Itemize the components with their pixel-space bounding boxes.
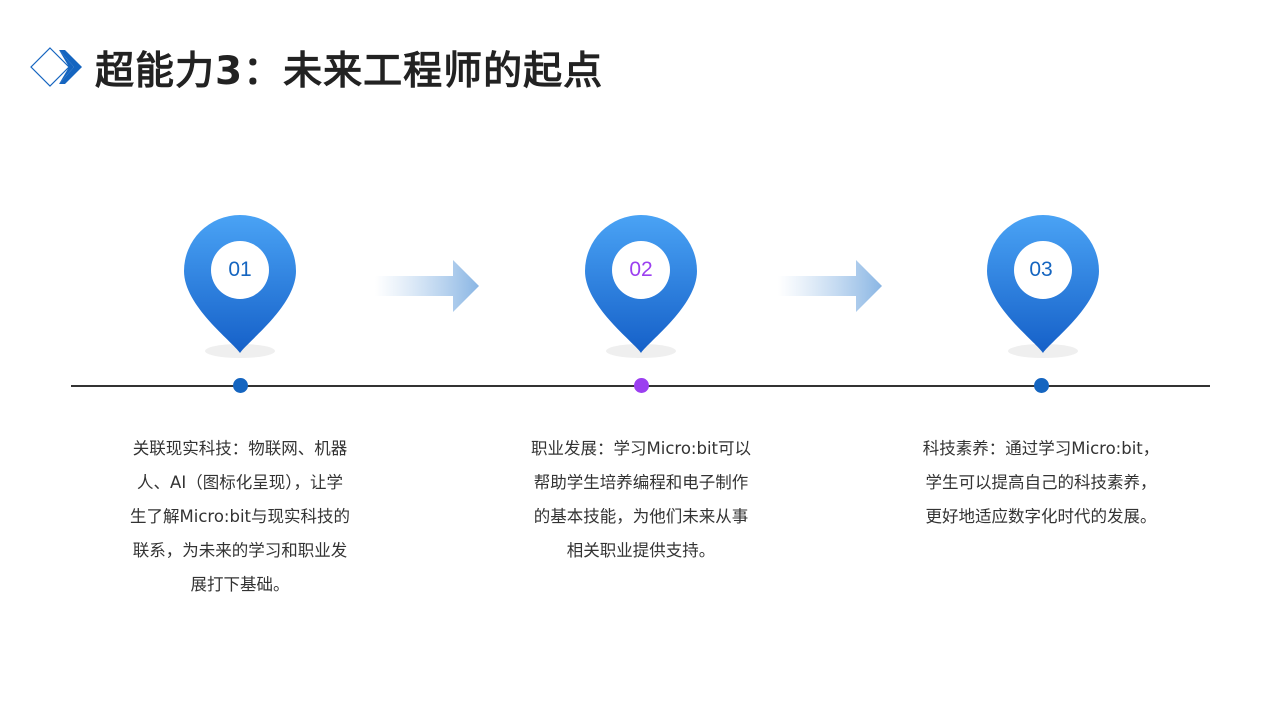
page-title: 超能力3：未来工程师的起点	[95, 49, 604, 94]
description-line: 更好地适应数字化时代的发展。	[925, 507, 1157, 526]
description-line: 学生可以提高自己的科技素养，	[925, 473, 1157, 492]
step-description: 科技素养：通过学习Micro:bit， 学生可以提高自己的科技素养， 更好地适应数字…	[906, 432, 1176, 534]
description-line: 科技素养：通过学习Micro:bit，	[922, 439, 1160, 458]
description-line: 联系，为未来的学习和职业发	[132, 541, 348, 560]
step-number: 01	[228, 258, 252, 281]
step-number: 02	[629, 258, 653, 281]
description-line: 的基本技能，为他们未来从事	[533, 507, 749, 526]
diamond-logo-icon	[30, 47, 82, 87]
timeline-dot	[633, 378, 649, 393]
description-line: 关联现实科技：物联网、机器	[132, 439, 348, 458]
description-line: 展打下基础。	[190, 575, 290, 594]
step-number: 03	[1029, 258, 1053, 281]
description-line: 生了解Micro:bit与现实科技的	[130, 507, 350, 526]
pin-marker-1	[184, 215, 296, 358]
description-line: 帮助学生培养编程和电子制作	[533, 473, 749, 492]
description-line: 人、AI（图标化呈现），让学	[137, 473, 343, 492]
step-description: 职业发展：学习Micro:bit可以帮助学生培养编程和电子制作的基本技能，为他们…	[506, 432, 776, 568]
pin-marker-2	[585, 215, 697, 358]
pin-marker-3	[987, 215, 1099, 358]
description-line: 职业发展：学习Micro:bit可以	[531, 439, 751, 458]
arrow-right-icon	[375, 260, 479, 312]
description-line: 相关职业提供支持。	[566, 541, 716, 560]
timeline-dot	[1033, 378, 1049, 393]
timeline-dot	[232, 378, 248, 393]
step-description: 关联现实科技：物联网、机器人、AI（图标化呈现），让学生了解Micro:bit与…	[105, 432, 375, 602]
arrow-right-icon	[778, 260, 882, 312]
